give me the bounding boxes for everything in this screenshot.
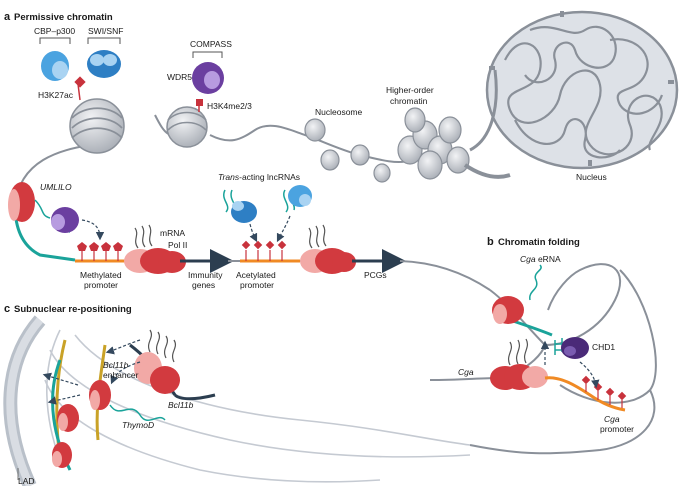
thymod-rna [109, 404, 166, 421]
thymod-label: ThymoD [122, 420, 154, 430]
umlilo-arrow [81, 219, 105, 241]
mrna-label: mRNA [160, 228, 185, 238]
panel-b-title: Chromatin folding [498, 237, 580, 248]
nucleosome-small-1 [304, 118, 326, 142]
cga-promoter-region [544, 376, 626, 412]
immunity-label-1: Immunity [188, 270, 223, 280]
nuclear-pore [489, 66, 495, 70]
chromatin-territory [504, 25, 664, 159]
nucleosome-label: Nucleosome [315, 107, 363, 117]
nucleosome-small-3 [350, 144, 370, 166]
h3k27ac-label: H3K27ac [38, 90, 74, 100]
nucleosome-small-2 [320, 149, 340, 171]
lncrna-complex-left [223, 189, 257, 223]
nuclear-pore [560, 11, 564, 17]
pol2-bcl11b-a [89, 380, 111, 410]
higher-order-chromatin [397, 107, 511, 180]
cga-label: Cga [458, 367, 474, 377]
dna-to-nucleus [469, 69, 498, 152]
panel-a-title: Permissive chromatin [14, 12, 113, 23]
cga-promoter-label-2: promoter [600, 424, 634, 434]
pol2-cga [490, 364, 548, 390]
mrna-transcripts [134, 224, 153, 249]
panel-a-letter: a [4, 11, 11, 23]
methylation-marks [77, 242, 123, 261]
pol2-pcgs [300, 248, 356, 274]
chd1-protein [561, 337, 589, 359]
panel-b-header: b Chromatin folding [487, 236, 580, 248]
trans-acting-italic: Trans [218, 172, 240, 182]
chd1-label: CHD1 [592, 342, 615, 352]
dna-wrap [167, 111, 207, 131]
pol2-immunity [124, 248, 186, 274]
histone-octamer [166, 106, 208, 148]
nucleus: Nucleus [485, 10, 679, 182]
histone-octamer [69, 98, 125, 154]
cga-erna-italic: Cga [520, 254, 536, 264]
panel-c-letter: c [4, 303, 10, 315]
pcgs-label: PCGs [364, 270, 387, 280]
h3k27ac-mark [74, 76, 86, 88]
trans-acting-label: Trans-acting lncRNAs [218, 172, 300, 182]
pol2-label: Pol II [168, 240, 187, 250]
pol2-umlilo [8, 182, 35, 222]
pol2-enhancer [492, 296, 524, 324]
nuclear-periphery [3, 315, 46, 486]
cbp-p300-label: CBP–p300 [34, 26, 75, 36]
h3k4me-mark [196, 99, 203, 106]
swi-snf-complex [87, 37, 121, 78]
umlilo-wdr5 [51, 207, 79, 233]
cga-erna [529, 264, 542, 301]
compass-complex [192, 51, 224, 94]
cga-promoter-label-1: Cga [604, 414, 620, 424]
lad-label: LAD [18, 476, 35, 486]
panel-b-letter: b [487, 236, 494, 248]
methylated-label-1: Methylated [80, 270, 122, 280]
methylated-label-2: promoter [84, 280, 118, 290]
acetylation-marks [241, 240, 287, 261]
cga-erna-label: Cga eRNA [520, 254, 561, 264]
nucleus-label: Nucleus [576, 172, 607, 182]
nuclear-pore [588, 160, 592, 166]
bcl11b-enhancer-label-1: Bcl11b [103, 360, 129, 370]
erna-contacts [554, 338, 563, 355]
wdr5-label: WDR5 [167, 72, 192, 82]
cga-erna-rest: eRNA [536, 254, 561, 264]
trans-acting-rest: -acting lncRNAs [239, 172, 300, 182]
nuclear-envelope [485, 10, 679, 170]
lncrna-complex-right [283, 185, 312, 213]
swi-snf-label: SWI/SNF [88, 26, 123, 36]
umlilo-label: UMLILO [40, 182, 72, 192]
bcl11b-label: Bcl11b [168, 400, 194, 410]
pol2-bcl11b-c [52, 442, 72, 468]
nuclear-pore [668, 80, 674, 84]
compass-label: COMPASS [190, 39, 232, 49]
nucleosome-small-4 [373, 163, 391, 183]
cga-enhancer [509, 318, 553, 337]
pol2-bcl11b-main [134, 352, 180, 394]
h3k4me-label: H3K4me2/3 [207, 101, 252, 111]
nucleosome-h3k4me [166, 106, 208, 148]
acetylated-label-2: promoter [240, 280, 274, 290]
panel-c-title: Subnuclear re-positioning [14, 304, 132, 315]
panel-a-header: a Permissive chromatin [4, 11, 113, 23]
acetylated-label-1: Acetylated [236, 270, 276, 280]
immunity-label-2: genes [192, 280, 215, 290]
panel-c-header: c Subnuclear re-positioning [4, 303, 132, 315]
bcl11b-enhancer-label-2: enhancer [103, 370, 139, 380]
nucleosome-h3k27ac [69, 98, 125, 154]
higher-order-label-1: Higher-order [386, 85, 434, 95]
higher-order-label-2: chromatin [390, 96, 428, 106]
cbp-p300-complex [39, 37, 71, 81]
pol2-bcl11b-b [57, 404, 79, 432]
dna-wrap [71, 107, 123, 139]
